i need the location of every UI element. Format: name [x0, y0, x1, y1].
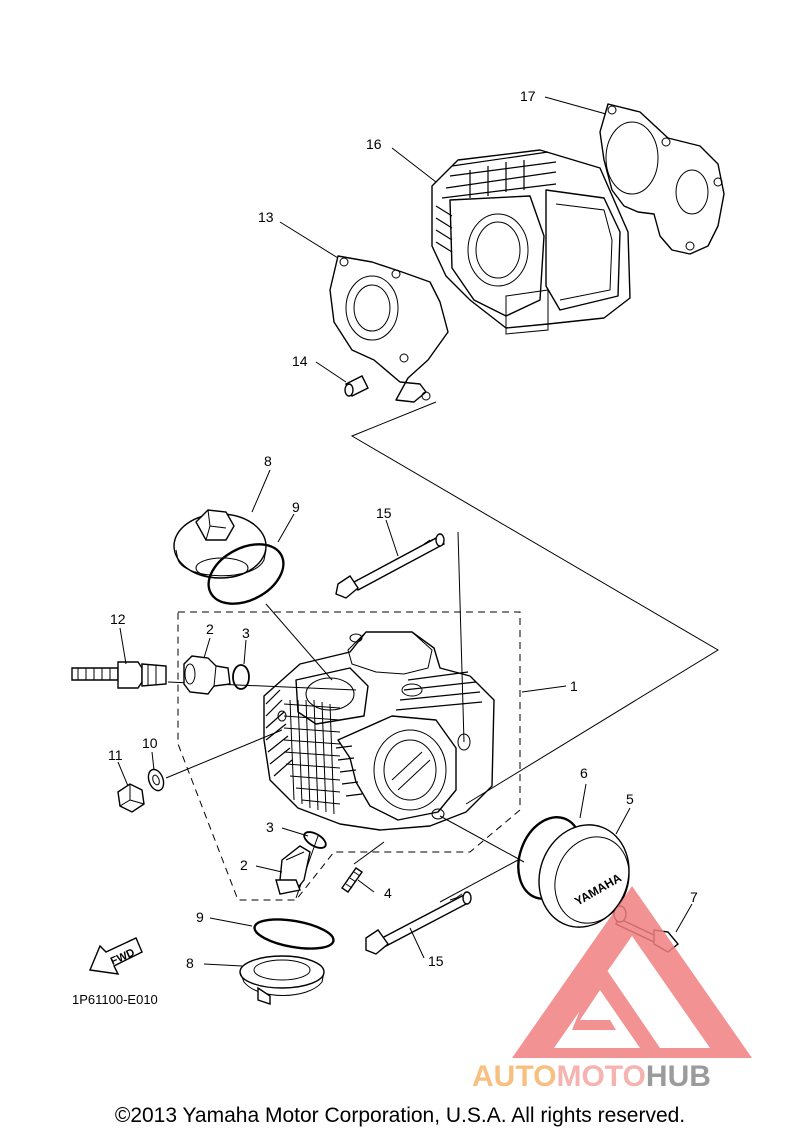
watermark-text-hub: HUB: [646, 1060, 711, 1093]
bolt-15-upper: [335, 533, 445, 599]
callout-10: 10: [142, 735, 158, 751]
gasket-17: [599, 103, 725, 255]
callout-2-lower: 2: [240, 857, 248, 873]
washer-10: [147, 768, 165, 792]
plug-2-upper: [183, 655, 231, 695]
callout-7: 7: [690, 889, 698, 905]
callout-8-lower: 8: [186, 955, 194, 971]
oil-filler-cap-8-upper: [173, 509, 267, 579]
callout-3-upper: 3: [242, 625, 250, 641]
callout-16: 16: [366, 136, 382, 152]
bolt-15-lower: [365, 891, 472, 955]
callout-12: 12: [110, 611, 126, 627]
assembly-line-cap: [265, 603, 333, 681]
gasket-13: [329, 255, 449, 403]
callout-15-upper: 15: [376, 505, 392, 521]
callout-numbers: 17 16 13 14 8 9 15 12 2 3 1 10 11 6 5 3 …: [108, 88, 698, 971]
diagram-code: 1P61100-E010: [72, 992, 158, 1007]
callout-3-lower: 3: [266, 819, 274, 835]
callout-2-upper: 2: [206, 621, 214, 637]
cylinder-head-1: [263, 631, 495, 831]
spark-plug-12: [71, 661, 167, 689]
assembly-line-washer: [165, 729, 283, 779]
stud-4: [341, 867, 363, 893]
watermark-triangle: [512, 886, 752, 1058]
callout-15-lower: 15: [428, 953, 444, 969]
watermark-inner-mark: [572, 960, 660, 1048]
watermark-text: AUTOMOTOHUB: [472, 1060, 711, 1093]
fin-mesh: [283, 699, 341, 815]
assembly-line-cover: [439, 815, 525, 863]
assembly-line-bolt: [457, 531, 465, 743]
callout-11: 11: [108, 747, 123, 763]
callout-9-lower: 9: [196, 909, 204, 925]
callout-leaders: [117, 96, 693, 967]
callout-4: 4: [384, 885, 392, 901]
plug-2-lower: [275, 845, 311, 895]
cylinder-16: [431, 149, 631, 335]
o-ring-9-lower: [253, 918, 335, 950]
callout-17: 17: [520, 88, 536, 104]
o-ring-3-lower: [303, 831, 327, 849]
callout-8-upper: 8: [264, 453, 272, 469]
watermark-text-auto: AUTO: [472, 1060, 556, 1093]
callout-6: 6: [580, 765, 588, 781]
dowel-pin-14: [344, 375, 369, 397]
assembly-line-upper: [350, 401, 719, 805]
assembly-boundary: [177, 611, 521, 901]
callout-1: 1: [570, 678, 578, 694]
watermark-text-moto: MOTO: [556, 1060, 645, 1093]
callout-5: 5: [626, 791, 634, 807]
oil-filler-cap-8-lower: [239, 955, 325, 1005]
plug-11: [117, 783, 145, 813]
cover-5: YAMAHA: [538, 824, 630, 928]
o-ring-3-upper: [232, 664, 250, 690]
assembly-line-stud: [353, 841, 385, 865]
watermark-logo: AUTOMOTOHUB: [472, 886, 752, 1093]
copyright-notice: ©2013 Yamaha Motor Corporation, U.S.A. A…: [114, 1104, 686, 1127]
fwd-arrow: FWD: [89, 937, 143, 975]
callout-9-upper: 9: [292, 499, 300, 515]
assembly-line-bolt-lower: [439, 859, 519, 903]
o-ring-9-upper: [207, 543, 285, 605]
callout-14: 14: [292, 353, 308, 369]
callout-13: 13: [258, 209, 274, 225]
